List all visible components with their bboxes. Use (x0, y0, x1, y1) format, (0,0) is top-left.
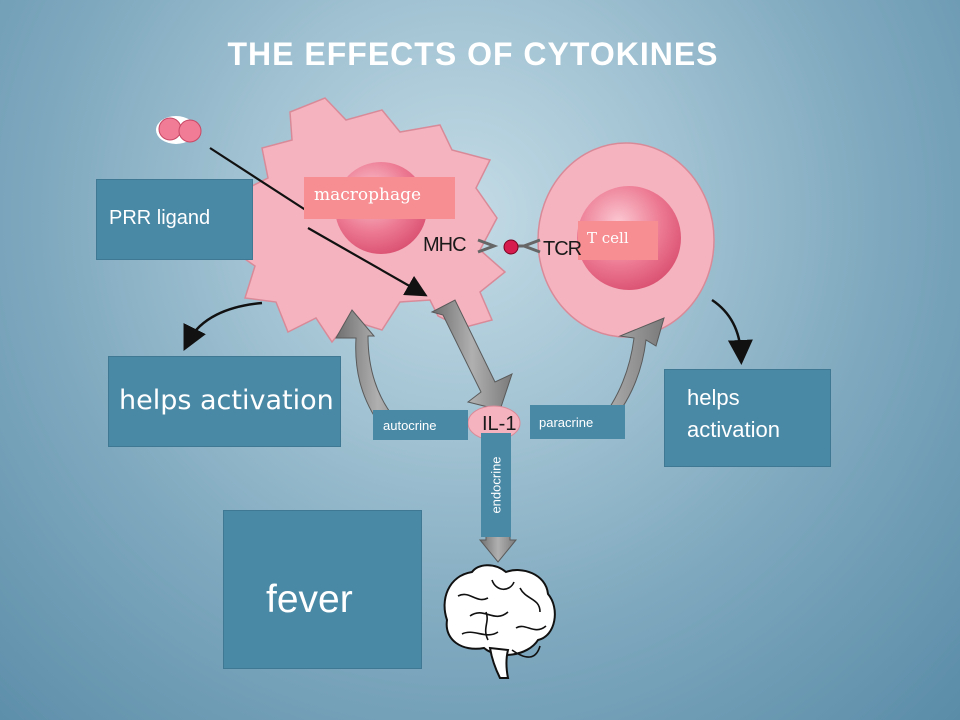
t-cell-label: T cell (578, 221, 658, 260)
autocrine-arrow (335, 309, 421, 429)
fever-box: fever (223, 510, 422, 669)
brain-icon (443, 564, 556, 679)
ligand-arrow-to-cell (307, 227, 428, 297)
pathogen-icon (156, 116, 202, 144)
endocrine-label: endocrine (488, 456, 504, 514)
prr-ligand-box: PRR ligand (96, 179, 253, 260)
page-title: THE EFFECTS OF CYTOKINES (227, 36, 719, 72)
helps-activation-right-box: helps activation (664, 369, 831, 467)
mhc-label: MHC (423, 234, 467, 256)
helps-activation-left-box: helps activation (108, 356, 341, 447)
il1-label: IL-1 (482, 413, 517, 435)
endocrine-label-box: endocrine (481, 433, 511, 537)
activation-arrow-right (711, 298, 753, 365)
tcr-label: TCR (543, 238, 582, 260)
macrophage-label: macrophage (304, 177, 455, 219)
ligand-arrow (209, 147, 319, 219)
autocrine-label: autocrine (373, 410, 468, 440)
antigen-peptide (503, 239, 519, 255)
paracrine-label: paracrine (530, 405, 625, 439)
activation-arrow-left (183, 301, 263, 351)
